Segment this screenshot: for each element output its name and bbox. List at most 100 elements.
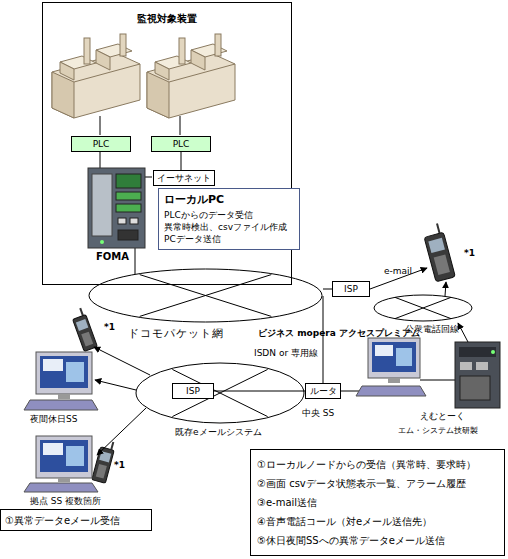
callout-number: *1 — [464, 248, 475, 258]
local-pc-box: ローカルPCPLCからのデータ受信異常時検出、csvファイル作成PCデータ送信 — [158, 188, 300, 250]
computer-illustration — [368, 338, 420, 378]
node-text: ISP — [333, 282, 369, 296]
station-name: 拠点 SS 複数箇所 — [30, 495, 101, 508]
node-text: ③e-mail送信 — [257, 493, 498, 512]
local-pc-device — [92, 174, 112, 236]
node-text: ①ローカルノードからの受信（異常時、要求時） — [257, 455, 498, 474]
cloud-cross-line — [172, 369, 267, 416]
connector-line — [323, 289, 332, 290]
network-cloud: 既存eメールシステムISP — [135, 362, 305, 424]
voice-call-device — [491, 350, 495, 354]
cloud-cross-line — [395, 297, 451, 318]
connector — [181, 152, 182, 170]
mobile-phone — [80, 308, 83, 316]
node-text: 既存eメールシステム — [175, 426, 262, 439]
node-text: PLC — [72, 137, 130, 151]
network-cloud: 公衆電話回線 — [373, 294, 473, 322]
cloud-outline — [135, 362, 305, 424]
node-text: ルータ — [306, 384, 340, 398]
device-name: えむとーく — [420, 410, 465, 423]
isp-box: ISP — [332, 281, 370, 297]
arrow-line — [95, 380, 136, 390]
cloud-cross-line — [140, 275, 272, 317]
voice-call-device — [455, 342, 500, 408]
router-box: ルータ — [305, 383, 341, 399]
node-text: 監視対象装置 — [43, 12, 291, 26]
mobile-phone — [92, 439, 116, 483]
mobile-phone — [81, 332, 93, 347]
ethernet-box: イーサネット — [153, 170, 215, 186]
isp-box: ISP — [172, 383, 214, 399]
cloud-cross-line — [140, 275, 272, 317]
computer-illustration — [372, 342, 416, 372]
callout-number: *1 — [114, 460, 125, 470]
node-text: 異常時検出、csvファイル作成 — [164, 221, 294, 233]
node-text: ④音声電話コール（対eメール送信先） — [257, 512, 498, 531]
node-text: ②画面 csvデータ状態表示一覧、アラーム履歴 — [257, 474, 498, 493]
local-pc-device — [116, 204, 141, 212]
computer-illustration — [396, 348, 412, 366]
network-cloud: ドコモパケット網 — [88, 268, 323, 323]
mobile-phone — [422, 223, 456, 282]
computer-illustration — [40, 356, 88, 388]
computer-illustration — [24, 483, 98, 492]
voice-call-device — [455, 342, 500, 408]
callout-number: *1 — [104, 322, 115, 332]
connector — [214, 391, 305, 392]
line-label: e-mail — [384, 266, 412, 276]
cloud-outline — [89, 269, 322, 322]
node-text: イーサネット — [154, 171, 214, 185]
local-pc-device — [100, 240, 104, 244]
node-text: PCデータ送信 — [164, 233, 294, 245]
mobile-phone — [70, 307, 98, 351]
cloud-outline — [374, 295, 472, 321]
wire — [100, 116, 455, 391]
maker-note: エム・システム技研製 — [398, 425, 478, 436]
machine-illustration — [52, 34, 235, 118]
node-text: PLCからのデータ受信 — [164, 209, 294, 221]
local-pc-device — [130, 218, 138, 224]
wire — [145, 177, 152, 178]
local-pc-device — [88, 168, 145, 248]
plc-box: PLC — [71, 136, 131, 152]
machine-illustration — [60, 62, 74, 80]
machine-illustration — [191, 50, 205, 70]
machine-illustration — [84, 38, 90, 64]
mobile-phone — [434, 255, 450, 275]
wire — [100, 116, 101, 135]
cloud-outline — [373, 294, 473, 322]
wire — [323, 296, 324, 323]
connector — [323, 289, 332, 290]
device-name: FOMA — [96, 251, 129, 262]
node-text: ドコモパケット網 — [128, 326, 224, 341]
voice-call-device — [460, 376, 490, 400]
node-text: ISP — [173, 384, 213, 398]
machine-illustration — [215, 34, 221, 56]
wire — [180, 116, 181, 135]
mobile-phone — [96, 464, 107, 479]
computer-illustration — [388, 378, 400, 383]
voice-call-device — [476, 362, 488, 370]
local-pc-device — [88, 168, 145, 248]
note-box: ①異常データeメール受信 — [0, 509, 152, 531]
machine-illustration — [179, 38, 185, 64]
computer-illustration — [43, 443, 63, 455]
machine-illustration — [96, 50, 110, 70]
arrow-line — [97, 408, 146, 455]
computer-illustration — [40, 440, 88, 472]
station-name: 夜間休日SS — [30, 413, 77, 426]
mobile-phone — [437, 224, 440, 234]
computer-illustration — [356, 386, 426, 396]
mobile-phone — [428, 238, 445, 253]
local-pc-device — [118, 230, 138, 240]
wire — [420, 380, 455, 381]
arrow-line — [94, 347, 150, 375]
mobile-phone — [76, 319, 88, 331]
mobile-phone — [424, 232, 455, 282]
wire — [135, 248, 136, 274]
wire — [100, 151, 101, 168]
cloud-cross-line — [172, 369, 267, 416]
cloud-outline — [88, 268, 323, 323]
